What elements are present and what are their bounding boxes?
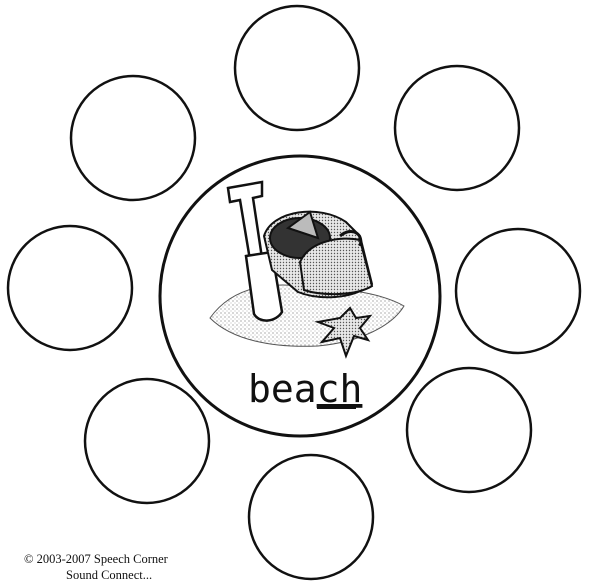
blank-circle-lower-left[interactable]: [85, 379, 209, 503]
blank-circle-lower-right[interactable]: [407, 368, 531, 492]
blank-circle-top[interactable]: [235, 6, 359, 130]
target-sound-underlined: ch: [317, 367, 363, 411]
blank-circle-upper-left[interactable]: [71, 76, 195, 200]
blank-circle-right[interactable]: [456, 229, 580, 353]
target-word-prefix: bea: [248, 367, 317, 411]
blank-circle-left[interactable]: [8, 226, 132, 350]
blank-circle-bottom[interactable]: [249, 455, 373, 579]
copyright-text: © 2003-2007 Speech Corner: [24, 552, 168, 567]
target-word: beach: [248, 367, 362, 411]
footer-subtitle: Sound Connect...: [66, 568, 152, 582]
blank-circle-upper-right[interactable]: [395, 66, 519, 190]
